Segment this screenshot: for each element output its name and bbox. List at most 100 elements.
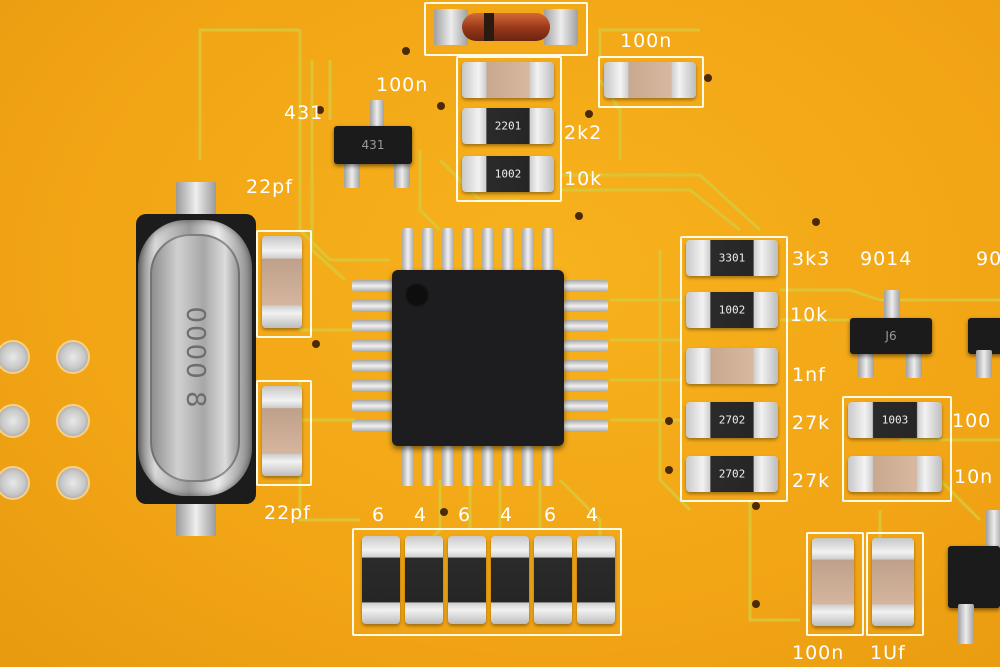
resistor-2k2: 2201 [462,108,554,144]
resistor-4a [405,536,443,624]
via [665,466,673,474]
resistor-code: 1003 [881,413,909,427]
diode-band [484,13,494,41]
transistor-marking: J6 [885,329,897,343]
capacitor-22pf-bottom [262,386,302,476]
transistor-lead [906,350,922,378]
via [585,110,593,118]
component-outline [256,230,312,338]
transistor-9014: J6 [850,318,932,354]
label-90: 90 [976,248,1000,270]
microcontroller-chip [392,270,564,446]
via [752,502,760,510]
capacitor-10n [848,456,942,492]
label-6c: 6 [544,504,558,526]
label-10k-top: 10k [564,168,603,190]
resistor-100k: 1003 [848,402,942,438]
label-4a: 4 [414,504,428,526]
resistor-code: 1002 [718,303,746,317]
capacitor-22pf-top [262,236,302,328]
via [316,106,324,114]
label-4b: 4 [500,504,514,526]
via [575,212,583,220]
component-outline [806,532,864,636]
capacitor-100n-mid [462,62,554,98]
capacitor-100n-top [604,62,696,98]
label-6a: 6 [372,504,386,526]
transistor-lead [858,350,874,378]
resistor-6c [534,536,572,624]
label-4c: 4 [586,504,600,526]
component-outline [352,528,622,636]
label-100-right: 100 [952,410,992,432]
via [812,218,820,226]
resistor-10k-right: 1002 [686,292,778,328]
transistor-lead [344,162,360,188]
diode [432,7,580,47]
header-pin [56,466,90,500]
label-431: 431 [284,102,324,124]
pin1-marker [404,282,430,308]
resistor-code: 3301 [718,251,746,265]
header-pin [0,466,30,500]
resistor-4b [491,536,529,624]
label-10n-right: 10n [954,466,994,488]
diode-outline [424,2,588,56]
label-6b: 6 [458,504,472,526]
regulator-marking: 431 [361,138,385,152]
component-outline [680,236,788,502]
resistor-code: 1002 [494,167,522,181]
component-outline [256,380,312,486]
via [752,600,760,608]
component-outline [598,56,704,108]
label-22pf-top: 22pf [246,176,293,198]
via [437,102,445,110]
header-pin [56,404,90,438]
resistor-code: 2201 [494,119,522,133]
label-27k-b: 27k [792,470,831,492]
capacitor-1uf [872,538,914,626]
via [704,74,712,82]
label-100n-mid: 100n [376,74,429,96]
capacitor-100n-bottom [812,538,854,626]
label-9014: 9014 [860,248,913,270]
transistor-partial [968,318,1000,354]
label-1nf: 1nf [792,364,826,386]
transistor-lead [370,100,384,126]
resistor-4c [577,536,615,624]
header-pin [0,340,30,374]
diode-body [462,13,550,41]
regulator-431: 431 [334,126,412,164]
crystal-marking: 0000 8 [180,306,210,410]
resistor-3k3: 3301 [686,240,778,276]
transistor-bottom-right [948,546,1000,608]
header-pin [56,340,90,374]
label-22pf-bottom: 22pf [264,502,311,524]
via [440,508,448,516]
crystal-oscillator: 0000 8 [138,220,252,496]
resistor-code: 2702 [718,413,746,427]
transistor-lead [394,162,410,188]
label-1uf: 1Uf [870,642,906,664]
resistor-27k-b: 2702 [686,456,778,492]
transistor-lead [884,290,900,320]
label-2k2: 2k2 [564,122,603,144]
via [665,417,673,425]
label-10k-right: 10k [790,304,829,326]
component-outline [842,396,952,502]
transistor-lead [986,510,1000,550]
label-100n-top: 100n [620,30,673,52]
resistor-6a [362,536,400,624]
resistor-6b [448,536,486,624]
label-100n-bottom: 100n [792,642,845,664]
header-pin [0,404,30,438]
resistor-10k-top: 1002 [462,156,554,192]
label-27k-a: 27k [792,412,831,434]
transistor-lead [958,604,974,644]
label-3k3: 3k3 [792,248,831,270]
via [312,340,320,348]
component-outline [456,56,562,202]
resistor-code: 2702 [718,467,746,481]
resistor-27k-a: 2702 [686,402,778,438]
